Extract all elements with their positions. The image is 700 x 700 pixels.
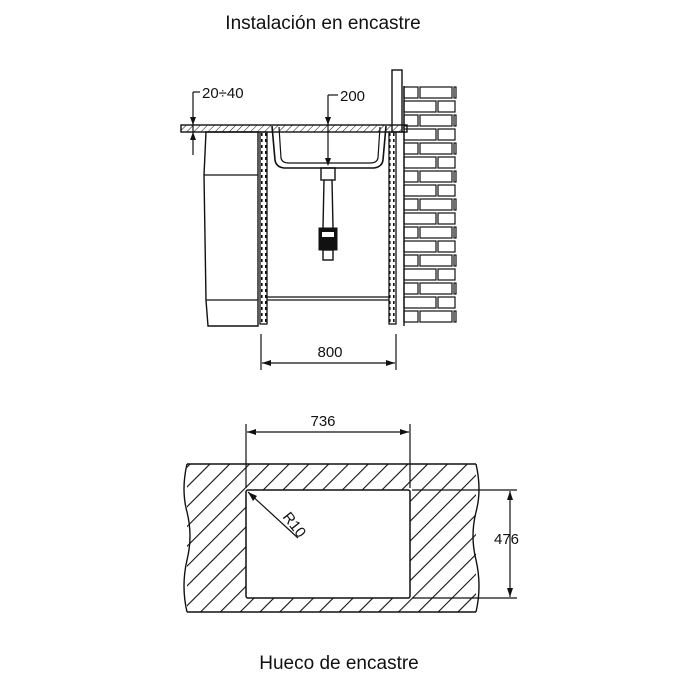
brick bbox=[419, 170, 453, 183]
brick bbox=[419, 86, 453, 99]
brick-wall bbox=[403, 86, 457, 326]
countertop-hatched-area bbox=[187, 464, 476, 612]
brick bbox=[403, 254, 419, 267]
left-cabinet-block bbox=[203, 131, 259, 327]
cutout-plan-view: R10 bbox=[183, 463, 480, 613]
brick bbox=[453, 114, 457, 127]
brick bbox=[437, 296, 456, 309]
dim-label-cabinet: 800 bbox=[317, 344, 342, 361]
brick bbox=[403, 128, 437, 141]
brick bbox=[437, 100, 456, 113]
brick bbox=[437, 240, 456, 253]
brick bbox=[453, 310, 457, 323]
brick bbox=[403, 170, 419, 183]
brick bbox=[453, 142, 457, 155]
dim-bowl-depth: 200 bbox=[325, 88, 365, 166]
brick bbox=[453, 282, 457, 295]
dim-label-bowl: 200 bbox=[340, 88, 365, 105]
brick bbox=[403, 282, 419, 295]
brick bbox=[403, 142, 419, 155]
drain-trap bbox=[318, 167, 338, 261]
dim-label-cutout-width: 736 bbox=[310, 413, 335, 430]
brick bbox=[453, 254, 457, 267]
dim-cabinet-width: 800 bbox=[260, 334, 397, 370]
title-bottom: Hueco de encastre bbox=[259, 653, 419, 674]
wall-upright bbox=[391, 69, 403, 133]
brick bbox=[403, 240, 437, 253]
brick bbox=[403, 86, 419, 99]
brick bbox=[419, 198, 453, 211]
brick bbox=[403, 268, 437, 281]
dim-countertop-thickness: 20÷40 bbox=[190, 85, 244, 155]
cutout-hole bbox=[245, 489, 411, 599]
brick bbox=[419, 282, 453, 295]
brick bbox=[403, 184, 437, 197]
brick bbox=[419, 226, 453, 239]
brick bbox=[419, 310, 453, 323]
brick bbox=[403, 310, 419, 323]
brick bbox=[453, 86, 457, 99]
brick bbox=[403, 198, 419, 211]
brick bbox=[403, 212, 437, 225]
dim-label-cutout-depth: 476 bbox=[494, 531, 519, 548]
brick bbox=[437, 184, 456, 197]
brick bbox=[403, 114, 419, 127]
brick bbox=[403, 296, 437, 309]
brick bbox=[419, 254, 453, 267]
side-section-view bbox=[180, 69, 457, 327]
cabinet-left-wall bbox=[259, 131, 268, 325]
brick bbox=[453, 170, 457, 183]
brick bbox=[437, 268, 456, 281]
brick bbox=[419, 114, 453, 127]
brick bbox=[437, 128, 456, 141]
brick bbox=[437, 156, 456, 169]
brick bbox=[419, 142, 453, 155]
dim-cutout-width: 736 bbox=[245, 413, 411, 488]
cabinet-right-wall bbox=[388, 131, 397, 325]
countertop bbox=[180, 124, 408, 133]
brick bbox=[403, 226, 419, 239]
brick bbox=[403, 156, 437, 169]
brick bbox=[403, 100, 437, 113]
dim-cutout-depth: 476 bbox=[412, 489, 519, 599]
brick bbox=[453, 226, 457, 239]
title-top: Instalación en encastre bbox=[225, 13, 420, 34]
brick bbox=[453, 198, 457, 211]
dim-label-countertop: 20÷40 bbox=[202, 85, 244, 102]
brick bbox=[437, 212, 456, 225]
